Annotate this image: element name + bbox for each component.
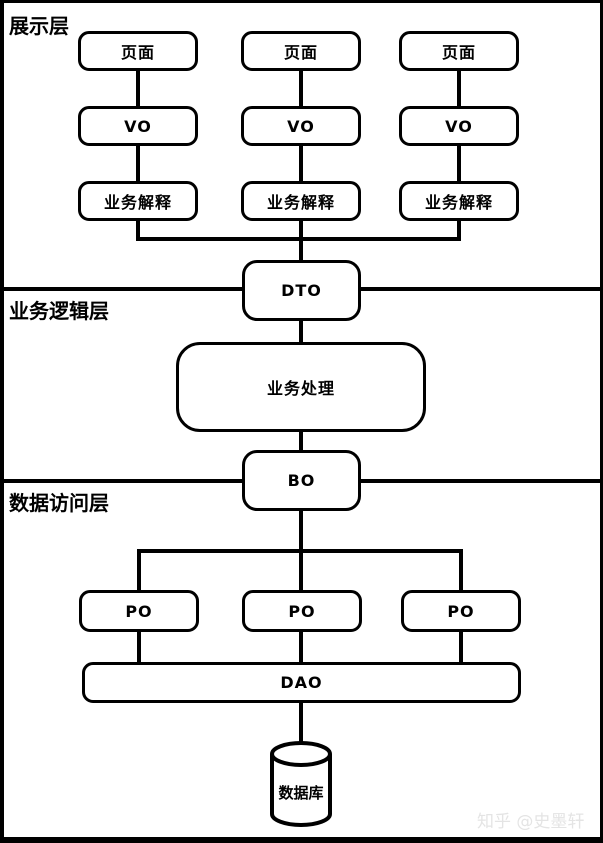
node-interpret-1: 业务解释 (78, 181, 198, 221)
node-interpret-1-label: 业务解释 (103, 193, 172, 212)
connector-bus-po-1 (137, 551, 141, 592)
layer-label-business-logic: 业务逻辑层 (9, 299, 109, 323)
node-business-process-label: 业务处理 (266, 379, 335, 398)
node-bo: BO (242, 450, 361, 511)
node-dto: DTO (242, 260, 361, 321)
node-page-1: 页面 (78, 31, 198, 71)
node-po-1-label: PO (125, 601, 153, 621)
node-interpret-3: 业务解释 (399, 181, 519, 221)
node-page-2: 页面 (241, 31, 361, 71)
node-po-3-label: PO (447, 601, 475, 621)
node-interpret-2: 业务解释 (241, 181, 361, 221)
node-vo-2: VO (241, 106, 361, 146)
connector-interpret-bus-1 (136, 219, 140, 241)
connector-process-bo (299, 430, 303, 452)
frame-border-left (0, 0, 4, 843)
connector-po-dao-2 (299, 630, 303, 664)
node-po-1: PO (79, 590, 199, 632)
node-page-3: 页面 (399, 31, 519, 71)
node-page-1-label: 页面 (120, 43, 155, 62)
node-vo-1-label: VO (124, 116, 152, 136)
connector-vo-interpret-1 (136, 144, 140, 183)
connector-interpret-bus-3 (457, 219, 461, 241)
connector-po-dao-3 (459, 630, 463, 664)
node-vo-3: VO (399, 106, 519, 146)
node-vo-1: VO (78, 106, 198, 146)
connector-page-vo-2 (299, 69, 303, 108)
layer-label-data-access: 数据访问层 (9, 491, 109, 515)
frame-border-top (0, 0, 603, 3)
watermark: 知乎 @史墨轩 (477, 812, 585, 832)
node-page-2-label: 页面 (283, 43, 318, 62)
connector-po-dao-1 (137, 630, 141, 664)
node-vo-2-label: VO (287, 116, 315, 136)
connector-dao-database (299, 701, 303, 745)
node-po-2: PO (242, 590, 362, 632)
frame-border-bottom (0, 837, 603, 843)
node-dao: DAO (82, 662, 521, 703)
node-business-process: 业务处理 (176, 342, 426, 432)
connector-vo-interpret-3 (457, 144, 461, 183)
connector-page-vo-3 (457, 69, 461, 108)
node-vo-3-label: VO (445, 116, 473, 136)
connector-page-vo-1 (136, 69, 140, 108)
connector-dto-process (299, 320, 303, 344)
node-interpret-2-label: 业务解释 (266, 193, 335, 212)
connector-bus-dto (299, 239, 303, 262)
connector-bus-po-3 (459, 551, 463, 592)
connector-bus-bottom (137, 549, 463, 553)
node-bo-label: BO (287, 471, 316, 490)
database-label: 数据库 (278, 784, 324, 802)
connector-bus-top (136, 237, 461, 241)
connector-vo-interpret-2 (299, 144, 303, 183)
node-dao-label: DAO (280, 673, 323, 692)
connector-interpret-bus-2 (299, 219, 303, 241)
node-interpret-3-label: 业务解释 (424, 193, 493, 212)
frame-border-right (600, 0, 603, 843)
layer-label-presentation: 展示层 (9, 14, 69, 38)
node-po-3: PO (401, 590, 521, 632)
node-po-2-label: PO (288, 601, 316, 621)
database-cylinder-icon (270, 741, 332, 827)
node-page-3-label: 页面 (441, 43, 476, 62)
node-dto-label: DTO (281, 281, 322, 300)
